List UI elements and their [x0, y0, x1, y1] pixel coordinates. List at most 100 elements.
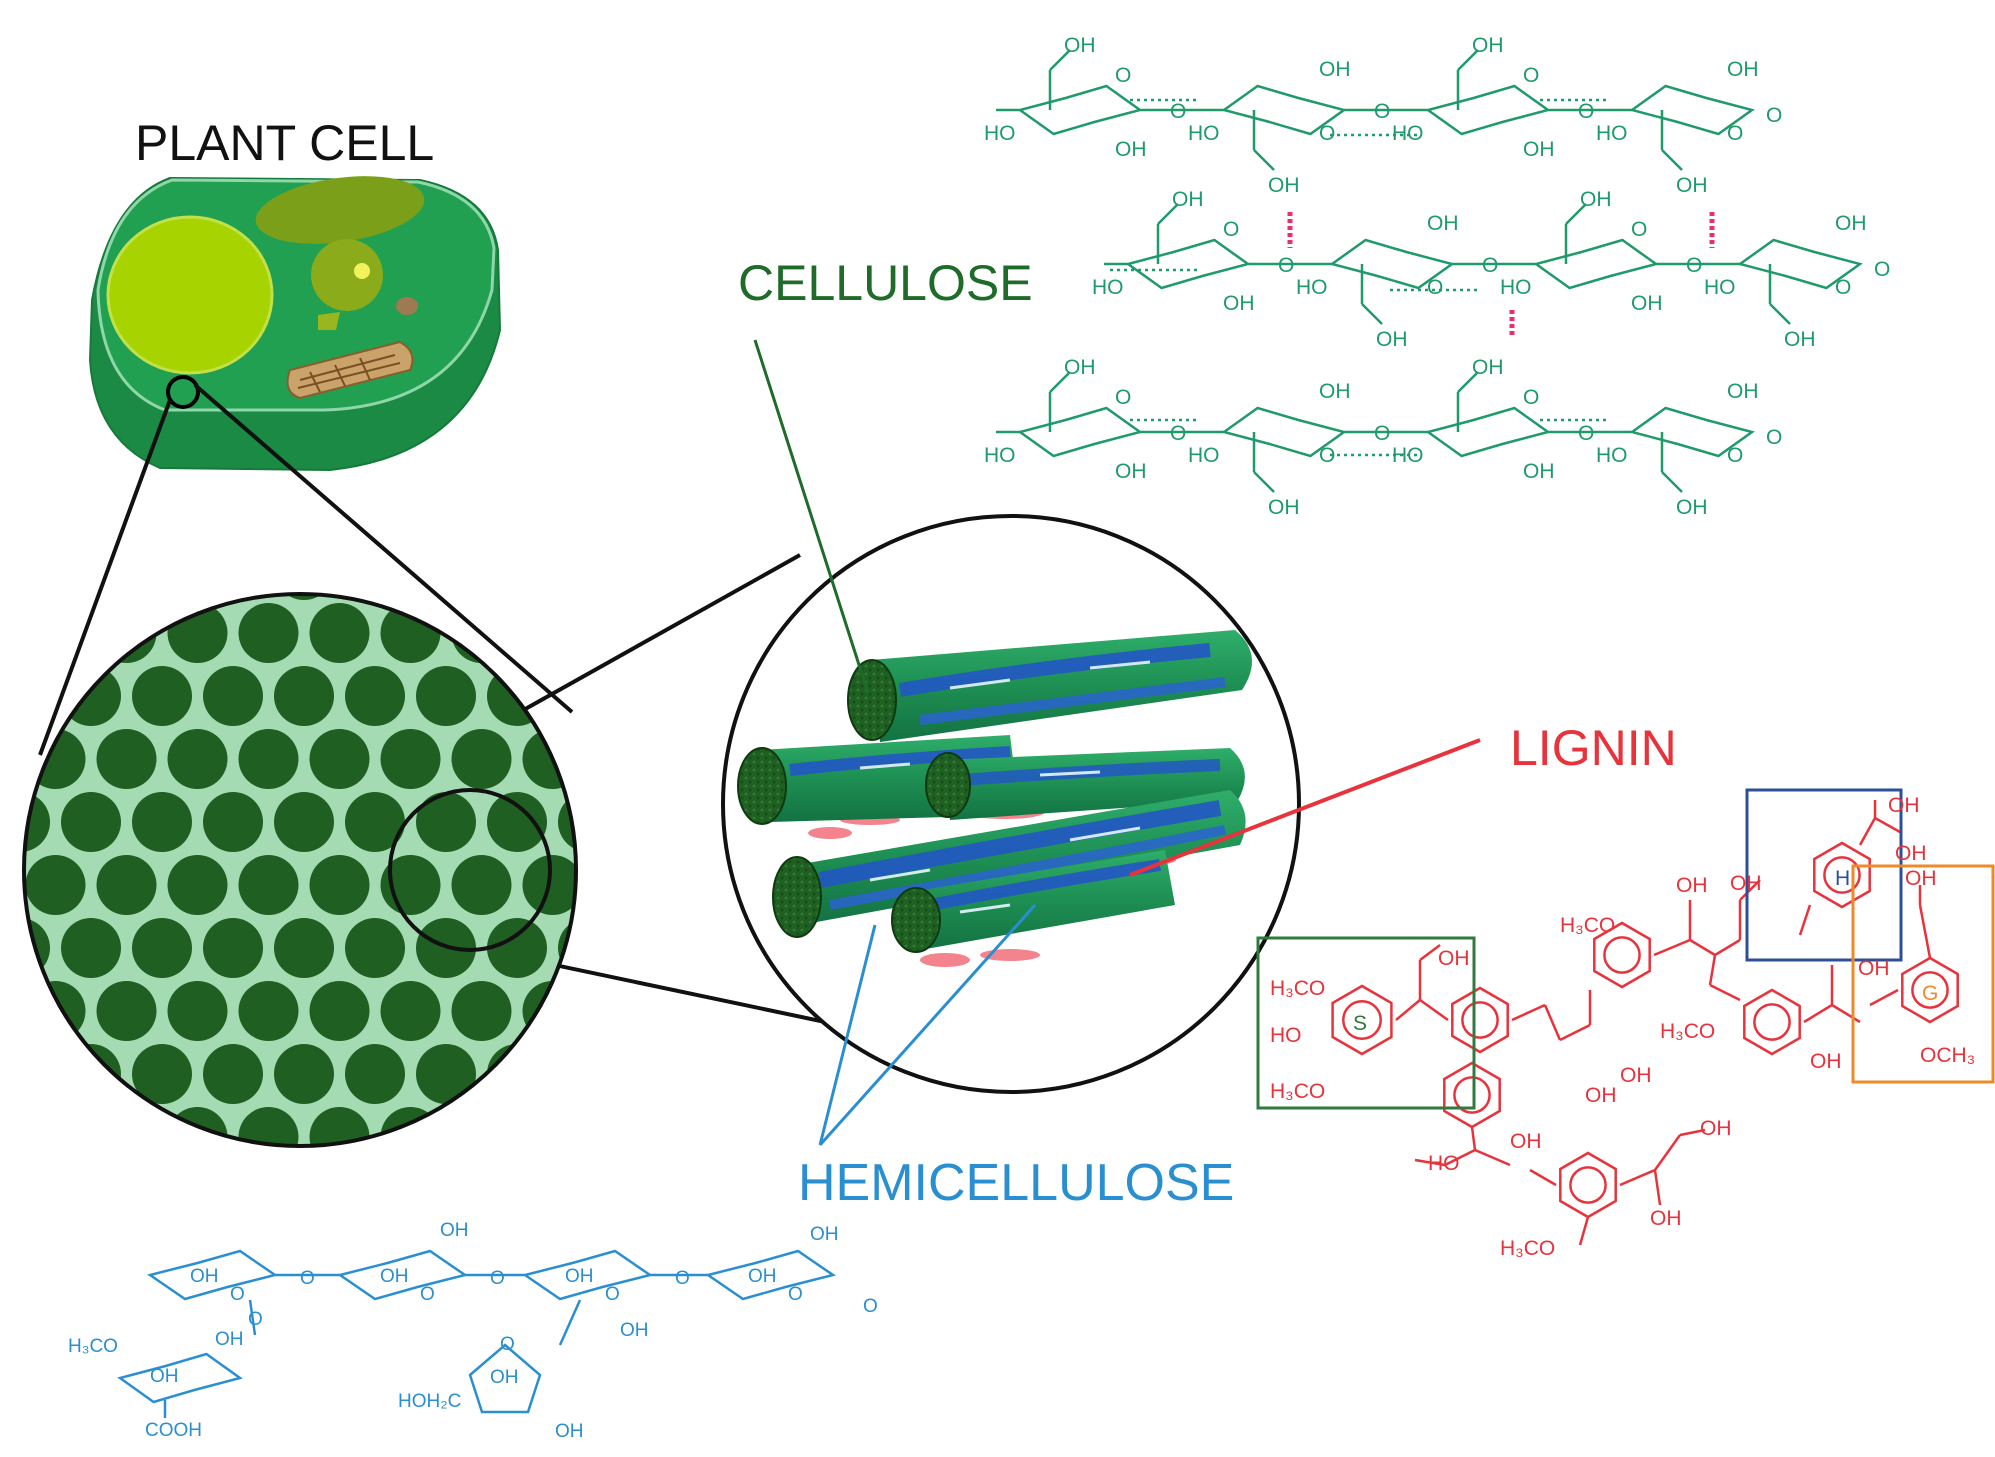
chem-group-ho: HO [1500, 276, 1532, 299]
chem-group-ring_o: O [1115, 386, 1131, 409]
microfibril [380, 1107, 441, 1146]
pyranose-ring [1425, 406, 1551, 458]
plant-cell: PLANT CELL [88, 115, 502, 472]
pyranose-ring [705, 1249, 836, 1301]
microfibril [24, 666, 50, 726]
microfibril [629, 792, 689, 852]
chem-group-och3: OCH₃ [1920, 1044, 1975, 1067]
cellulose-rod [891, 850, 1175, 953]
microfibril [345, 918, 405, 978]
chem-group-ring_o: O [1482, 254, 1498, 277]
furanose-ring [468, 1343, 542, 1414]
lignin-bond [1714, 938, 1741, 957]
aromatic-ring-inner [1453, 1076, 1491, 1114]
microfibril [522, 981, 576, 1041]
microfibril [345, 1044, 405, 1104]
chemical-labels: OHHOOHOOOHHOOHOOOHHOOHOOOHHOOHOOOHHOOHOO… [68, 34, 1975, 1442]
microfibril [203, 666, 263, 726]
chem-group-oh: OH [1905, 867, 1937, 890]
chem-group-ring_o: O [1278, 254, 1294, 277]
lignin-bond [1653, 938, 1691, 957]
lignin-bond [1689, 938, 1716, 957]
microfibril [24, 1044, 50, 1104]
chem-group-ho: HO [1392, 444, 1424, 467]
chem-group-ring_o: O [1115, 64, 1131, 87]
lignin-bond [1739, 879, 1761, 901]
microfibril [61, 918, 121, 978]
aromatic-ring [1593, 921, 1651, 989]
chem-group-oh: OH [1676, 874, 1708, 897]
chem-group-oh: OH [1650, 1207, 1682, 1230]
microfibril [522, 1107, 576, 1146]
chem-group-oh: OH [1631, 292, 1663, 315]
chem-group-ho: HO [1596, 122, 1628, 145]
microfibril [665, 729, 725, 789]
aromatic-ring [1559, 1151, 1617, 1219]
microfibril [132, 1170, 192, 1230]
aromatic-ring-inner [1603, 936, 1641, 974]
microfibril [629, 666, 689, 726]
microfibril [96, 855, 157, 915]
chem-group-oh: OH [1376, 328, 1408, 351]
chem-group-oh: OH [1427, 212, 1459, 235]
microfibril [24, 594, 50, 600]
pyranose-ring [1629, 406, 1755, 458]
chem-group-ring_o: O [863, 1296, 878, 1317]
chem-group-ring_o: O [1578, 422, 1594, 445]
microfibril [451, 1107, 512, 1146]
lignin-label: LIGNIN [1510, 720, 1677, 776]
chem-group-ho: HO [1428, 1152, 1460, 1175]
microfibril [380, 603, 441, 663]
chem-group-oh: OH [1438, 947, 1470, 970]
microfibril [61, 792, 121, 852]
chem-group-oh: OH [1319, 380, 1351, 403]
aromatic-ring [1813, 841, 1871, 909]
chem-group-oh: OH [1784, 328, 1816, 351]
microfibril [594, 981, 654, 1041]
microfibril [203, 792, 263, 852]
microfibril [132, 1044, 192, 1104]
lignin-bond [1708, 954, 1717, 986]
pyranose-ring [1017, 84, 1143, 136]
chem-group-oh: OH [565, 1266, 594, 1287]
chem-group-oh: OH [1676, 496, 1708, 519]
microfibril [203, 918, 263, 978]
microfibril [451, 855, 512, 915]
lignin-bond [1559, 1023, 1591, 1042]
microfibril [0, 1170, 50, 1230]
microfibril [629, 1170, 689, 1230]
cellulose-label: CELLULOSE [738, 255, 1033, 311]
microfibril [309, 1107, 370, 1146]
pyranose-ring [1737, 238, 1863, 290]
lignin-bond [1419, 944, 1441, 961]
hydrogen-bonds [1287, 212, 1715, 338]
chloroplast [255, 176, 425, 244]
chem-group-ring_o: O [1835, 276, 1851, 299]
microfibril [274, 1170, 334, 1230]
chem-group-unit_h: H [1835, 867, 1850, 890]
microfibril [629, 1044, 689, 1104]
lignin-bond [1653, 1134, 1682, 1171]
chem-group-oh: OH [1510, 1130, 1542, 1153]
chem-group-ho: HO [1188, 444, 1220, 467]
chem-group-oh: OH [1064, 34, 1096, 57]
aromatic-ring-inner [1342, 1000, 1382, 1040]
microfibril [522, 855, 576, 915]
lignin-bond [1869, 988, 1899, 1007]
chem-group-hoh2c: HOH₂C [398, 1391, 461, 1412]
s-unit-box [1256, 936, 1476, 1110]
chem-group-ho: HO [984, 122, 1016, 145]
aromatic-ring [1331, 984, 1393, 1056]
chem-group-oh: OH [1810, 1050, 1842, 1073]
zoom-spot [166, 375, 200, 409]
microfibril [665, 1107, 725, 1167]
chem-group-ring_o: O [1374, 100, 1390, 123]
lignin-bond [1474, 1148, 1511, 1167]
lignin-bond [1578, 1216, 1590, 1246]
aromatic-ring-inner [1753, 1003, 1791, 1041]
pyranose-ring [1533, 238, 1659, 290]
chem-group-ring_o: O [1374, 422, 1390, 445]
microfibril [274, 918, 334, 978]
microfibril-array [0, 594, 725, 1230]
